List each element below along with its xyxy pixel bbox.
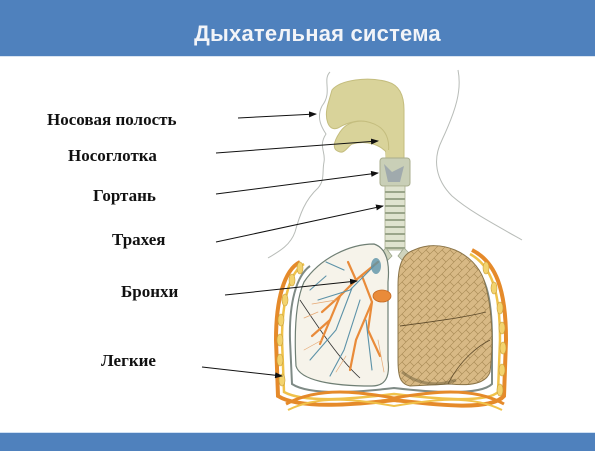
footer-band [0,432,595,451]
right-lung-shape [397,245,493,387]
bronchial-tree [303,258,392,377]
pointer-lines [201,111,384,379]
pointer-trachea [215,204,384,243]
pointer-nasal-cavity [237,111,317,119]
face-outline [267,71,331,259]
label-trachea: Трахея [112,230,166,249]
pointer-lungs [201,366,283,379]
pleura-outline [273,248,509,408]
header-band [0,0,595,57]
label-larynx: Гортань [93,186,156,205]
pointer-nasopharynx [215,138,379,154]
pointer-larynx [215,170,379,195]
label-nasopharynx: Носоглотка [68,146,157,165]
label-nasal-cavity: Носовая полость [47,110,177,129]
label-lungs: Легкие [101,351,156,370]
pointer-bronchi [224,278,358,296]
neck-outline [436,69,523,241]
label-bronchi: Бронхи [121,282,179,301]
diaphragm [285,390,505,406]
page-title: Дыхательная система [194,21,441,46]
